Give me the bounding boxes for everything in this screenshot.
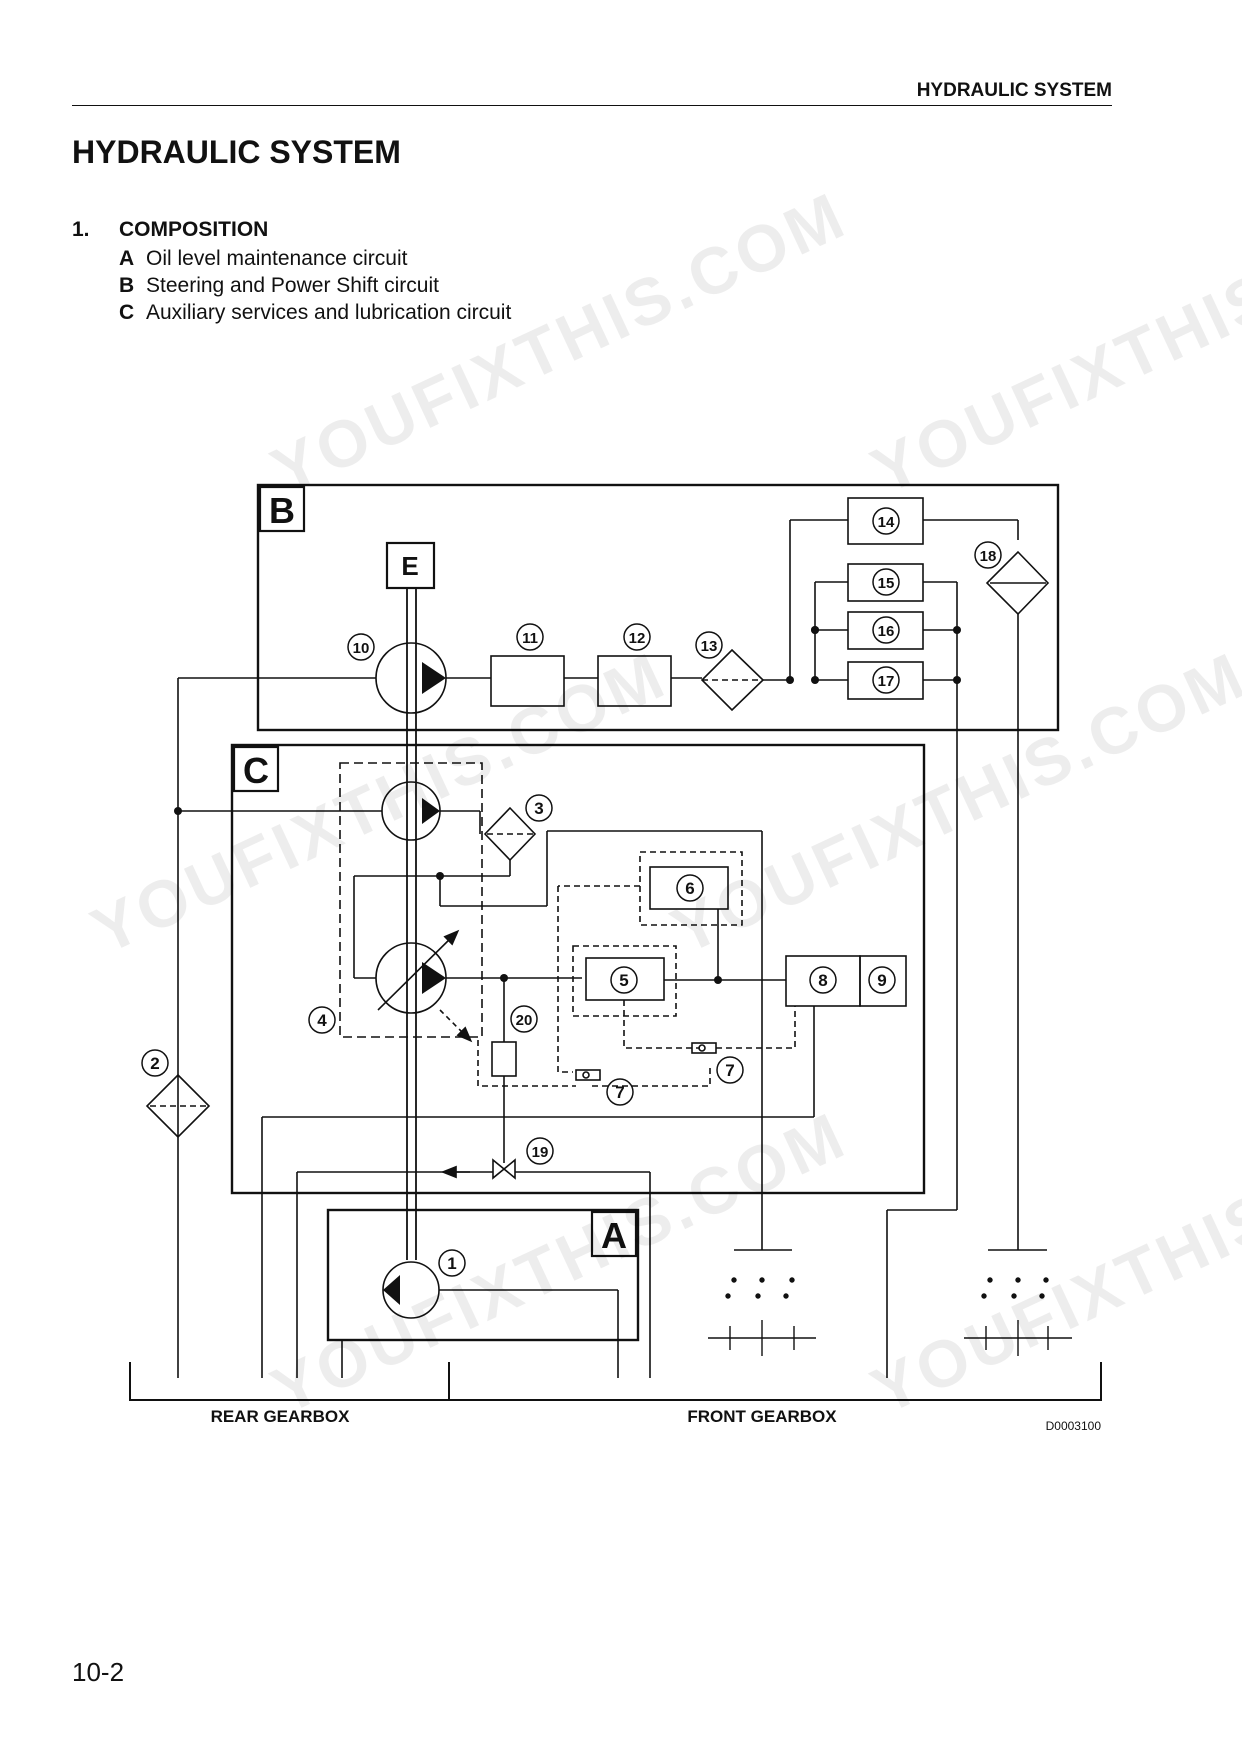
list-item: B Steering and Power Shift circuit [119,272,511,299]
frame-a [326,1208,640,1342]
callout-8: 8 [818,971,827,990]
callout-16: 16 [878,623,895,640]
block-9 [859,955,907,1007]
item-letter: B [119,274,135,297]
frame-b [256,483,1060,732]
valve-6 [649,866,729,910]
callout-7a: 7 [615,1083,624,1102]
label-b: B [269,490,295,531]
drawing-code: D0003100 [1046,1419,1102,1433]
block-14 [847,497,924,545]
callout-6: 6 [685,879,694,898]
callout-20: 20 [516,1012,533,1029]
item-letter: A [119,247,135,270]
frame-c [230,743,926,1195]
callout-2: 2 [150,1054,159,1073]
callout-10: 10 [353,640,370,657]
item-text: Steering and Power Shift circuit [146,274,439,297]
list-item: A Oil level maintenance circuit [119,245,511,272]
callout-18: 18 [980,548,997,565]
block-12 [597,655,672,707]
gearbox-bracket [129,1362,1102,1401]
filter-13 [700,648,765,712]
callout-19: 19 [532,1144,549,1161]
section-number: 1. [72,218,90,241]
page-title: HYDRAULIC SYSTEM [72,134,401,170]
front-gearbox-label: FRONT GEARBOX [687,1407,837,1426]
item-text: Auxiliary services and lubrication circu… [146,301,512,324]
callout-13: 13 [701,638,718,655]
item-letter: C [119,301,135,324]
accumulator-20 [491,1041,517,1077]
check-valve-7b [691,1042,717,1054]
valve-5 [585,957,665,1001]
callout-17: 17 [878,673,895,690]
callout-12: 12 [629,630,646,647]
callout-9: 9 [877,971,886,990]
callout-4: 4 [317,1011,327,1030]
callout-1: 1 [447,1254,456,1273]
callout-7b: 7 [725,1061,734,1080]
composition-list: A Oil level maintenance circuit B Steering… [119,245,511,326]
frame-e [385,541,436,590]
valve-group-6 [639,851,743,926]
label-a: A [601,1215,627,1256]
callout-5: 5 [619,971,628,990]
header-rule [72,105,1112,106]
callout-3: 3 [534,799,543,818]
label-e: E [401,551,418,581]
running-header: HYDRAULIC SYSTEM [916,80,1112,101]
section-title: COMPOSITION [119,218,269,241]
label-c: C [243,750,269,791]
page-number: 10-2 [72,1657,125,1687]
callout-11: 11 [522,630,538,647]
callout-15: 15 [878,575,895,592]
filter-2 [145,1073,211,1139]
list-item: C Auxiliary services and lubrication circ… [119,299,511,326]
rear-gearbox-label: REAR GEARBOX [211,1407,351,1426]
callout-14: 14 [878,514,895,531]
check-valve-7a [575,1069,601,1081]
pump-group-4 [339,762,483,1038]
item-text: Oil level maintenance circuit [146,247,408,270]
block-11 [490,655,565,707]
